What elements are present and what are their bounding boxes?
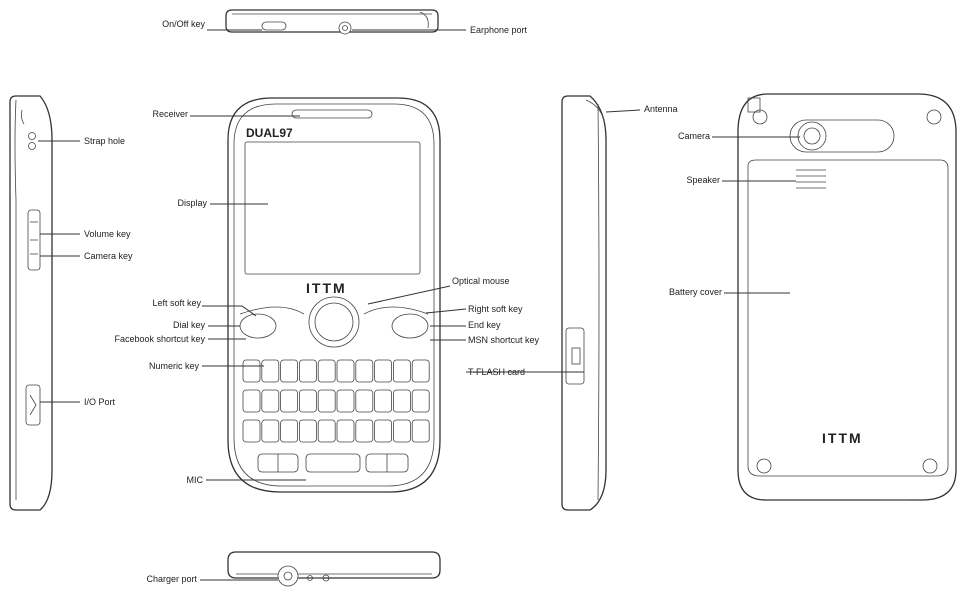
keypad-key [336, 419, 355, 443]
label-right-soft-key: Right soft key [468, 304, 523, 314]
keypad-key [280, 419, 299, 443]
front-brand-logo: ITTM [306, 280, 347, 296]
keypad-key [298, 359, 317, 383]
label-display: Display [177, 198, 207, 208]
keypad-key [392, 359, 411, 383]
keypad-key [411, 359, 430, 383]
label-charger-port: Charger port [146, 574, 197, 584]
keypad-key [242, 419, 261, 443]
front-view [227, 97, 441, 493]
label-speaker: Speaker [686, 175, 720, 185]
back-brand-logo: ITTM [822, 430, 863, 446]
label-t-flash-card: T-FLASH card [468, 367, 526, 377]
keypad-key [280, 389, 299, 413]
keypad-key [317, 389, 336, 413]
leader-lines [38, 29, 800, 581]
keypad-key [261, 359, 280, 383]
keypad-key [242, 389, 261, 413]
keypad-key [374, 359, 393, 383]
keypad-key [317, 359, 336, 383]
label-numeric-key: Numeric key [148, 361, 199, 371]
keypad-key [355, 359, 374, 383]
label-receiver: Receiver [152, 109, 188, 119]
label-optical-mouse: Optical mouse [452, 276, 510, 286]
label-io-port: I/O Port [84, 397, 116, 407]
label-left-soft-key: Left soft key [152, 298, 201, 308]
label-end-key: End key [468, 320, 501, 330]
left-side-view [9, 95, 53, 511]
label-facebook-shortcut-key: Facebook shortcut key [114, 334, 205, 344]
label-dial-key: Dial key [172, 320, 205, 330]
bottom-view [227, 551, 441, 587]
keypad-key [298, 419, 317, 443]
keypad-key [242, 359, 261, 383]
keypad-key [336, 389, 355, 413]
label-battery-cover: Battery cover [668, 287, 722, 297]
label-volume-key: Volume key [84, 229, 131, 239]
keypad-key [411, 419, 430, 443]
right-side-view [561, 95, 607, 511]
keypad-key [336, 359, 355, 383]
label-earphone-port: Earphone port [470, 25, 528, 35]
keypad-key [355, 389, 374, 413]
label-msn-shortcut-key: MSN shortcut key [468, 335, 540, 345]
label-mic: MIC [186, 475, 204, 485]
label-strap-hole: Strap hole [84, 136, 126, 146]
keypad-key [374, 389, 393, 413]
keypad-key [317, 419, 336, 443]
keypad-key [392, 389, 411, 413]
label-antenna: Antenna [644, 104, 678, 114]
numeric-keypad [242, 359, 430, 443]
keypad-key [280, 359, 299, 383]
model-name: DUAL97 [246, 126, 293, 140]
label-camera-key: Camera key [84, 251, 133, 261]
keypad-key [355, 419, 374, 443]
keypad-key [374, 419, 393, 443]
keypad-key [261, 389, 280, 413]
keypad-key [411, 389, 430, 413]
keypad-key [392, 419, 411, 443]
label-camera: Camera [677, 131, 710, 141]
top-view [225, 9, 439, 35]
keypad-key [298, 389, 317, 413]
label-on-off-key: On/Off key [162, 19, 205, 29]
keypad-key [261, 419, 280, 443]
back-view [737, 93, 957, 501]
